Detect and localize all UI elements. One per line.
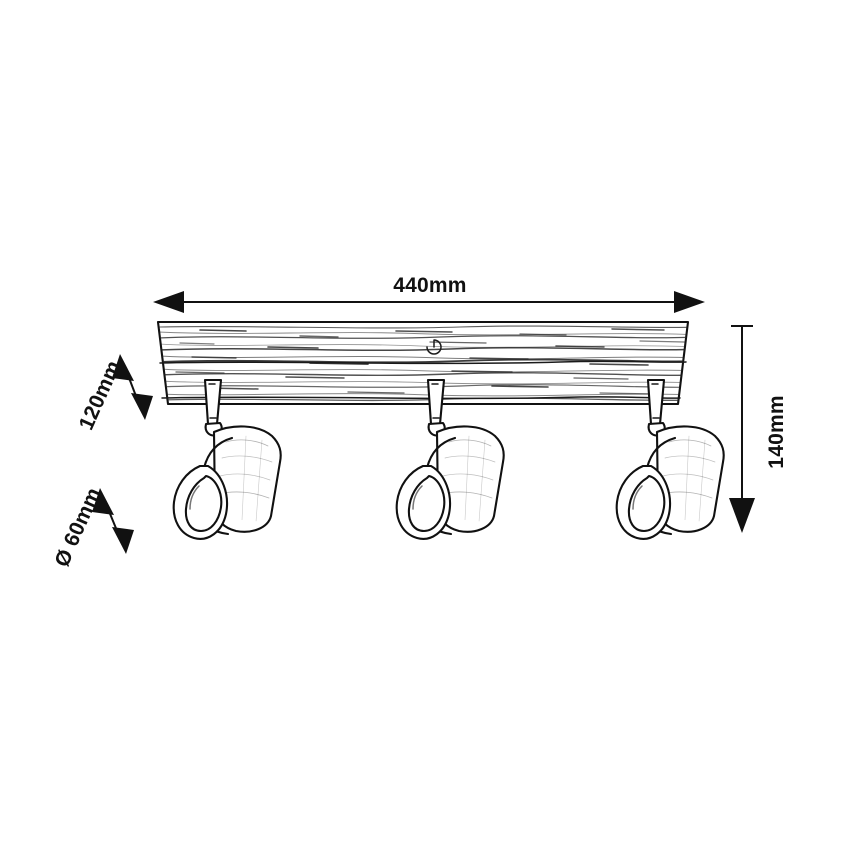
dimension-width-440mm: 440mm (153, 274, 705, 313)
bar-grain-major-line (159, 360, 687, 365)
spotlight-left-front-rim (172, 464, 228, 540)
spotlight-left-body (212, 425, 282, 533)
spotlight-center-shading (441, 435, 496, 523)
spotlight-right-band (645, 436, 677, 470)
dimension-width-arrow-left (153, 291, 184, 313)
dimension-diameter-arrow-bottom (112, 527, 134, 554)
dimension-width-label: 440mm (393, 274, 466, 297)
dimension-height-arrow-bottom (729, 498, 755, 533)
spotlight-head-center (395, 378, 505, 540)
dimension-depth-arrow-top (112, 354, 134, 381)
dimension-height-label: 140mm (765, 395, 788, 468)
bar-wood-grain (158, 325, 688, 402)
spotlight-center-bulb-opening (407, 474, 446, 533)
dimension-diameter-60mm: Ø 60mm (50, 484, 134, 570)
spotlight-center-body (435, 425, 505, 533)
dimension-diameter-arrow-top (92, 488, 114, 515)
wooden-mounting-bar (156, 320, 690, 406)
dimension-depth-120mm: 120mm (75, 354, 153, 434)
dimension-width-arrow-right (674, 291, 705, 313)
spotlight-left-bulb-opening (184, 474, 223, 533)
dimension-height-140mm: 140mm (729, 325, 788, 533)
spotlight-center-band (425, 436, 457, 470)
spotlight-right-bulb-opening (627, 474, 666, 533)
dimension-depth-arrow-bottom (131, 393, 153, 420)
spotlight-right-body (655, 425, 725, 533)
spotlight-right-front-rim (615, 464, 671, 540)
bar-edge-shadow-line (161, 396, 681, 400)
screw-icon (426, 339, 442, 355)
spotlight-head-right (615, 378, 725, 540)
spotlight-head-left (172, 378, 282, 540)
spotlight-center-front-rim (395, 464, 451, 540)
spotlight-left-band (202, 436, 234, 470)
